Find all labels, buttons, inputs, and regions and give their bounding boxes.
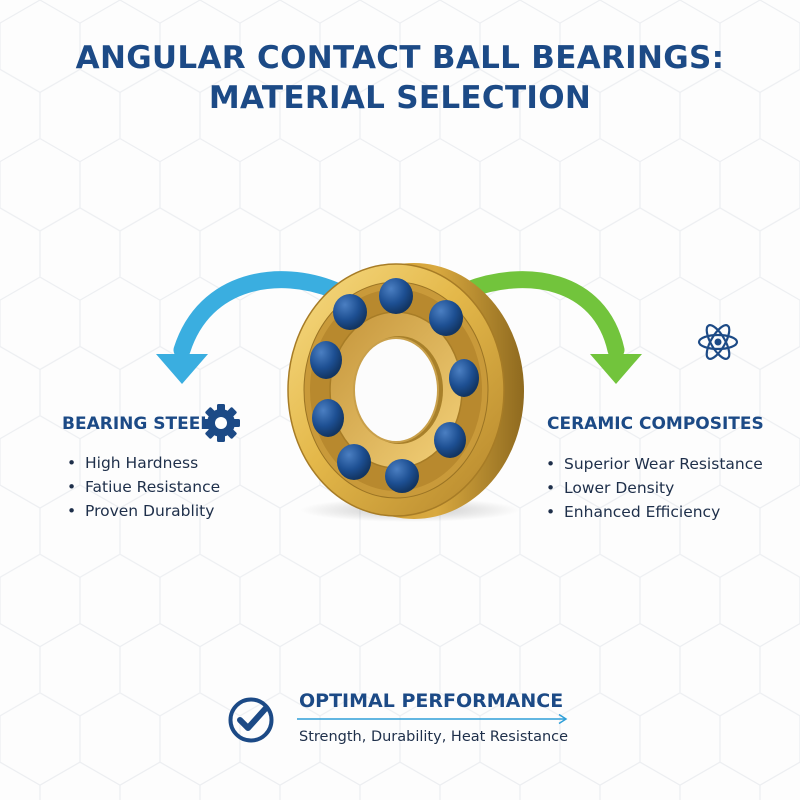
bearing-steel-features: High Hardness Fatiue Resistance Proven D… <box>67 451 220 523</box>
list-item: Superior Wear Resistance <box>546 452 763 476</box>
bearing-balls <box>310 278 479 493</box>
bearing-steel-heading: BEARING STEEL <box>62 414 212 434</box>
ball-bearing-icon <box>287 263 524 522</box>
atom-icon <box>697 324 739 360</box>
list-item: Proven Durablity <box>67 499 220 523</box>
arrow-underline <box>297 713 568 725</box>
checkmark-icon <box>228 697 274 743</box>
list-item: Fatiue Resistance <box>67 475 220 499</box>
ceramic-composites-heading: CERAMIC COMPOSITES <box>547 414 764 434</box>
list-item: Lower Density <box>546 476 763 500</box>
ceramic-composites-features: Superior Wear Resistance Lower Density E… <box>546 452 763 524</box>
list-item: High Hardness <box>67 451 220 475</box>
title-line-1: ANGULAR CONTACT BALL BEARINGS: <box>75 40 725 76</box>
page-title: ANGULAR CONTACT BALL BEARINGS: MATERIAL … <box>0 38 800 118</box>
right-arrow <box>459 271 642 384</box>
list-item: Enhanced Efficiency <box>546 500 763 524</box>
title-line-2: MATERIAL SELECTION <box>208 80 592 116</box>
optimal-performance-subtitle: Strength, Durability, Heat Resistance <box>299 729 569 745</box>
left-arrow <box>156 271 343 384</box>
optimal-performance-heading: OPTIMAL PERFORMANCE <box>299 690 564 712</box>
gear-icon <box>202 404 240 442</box>
